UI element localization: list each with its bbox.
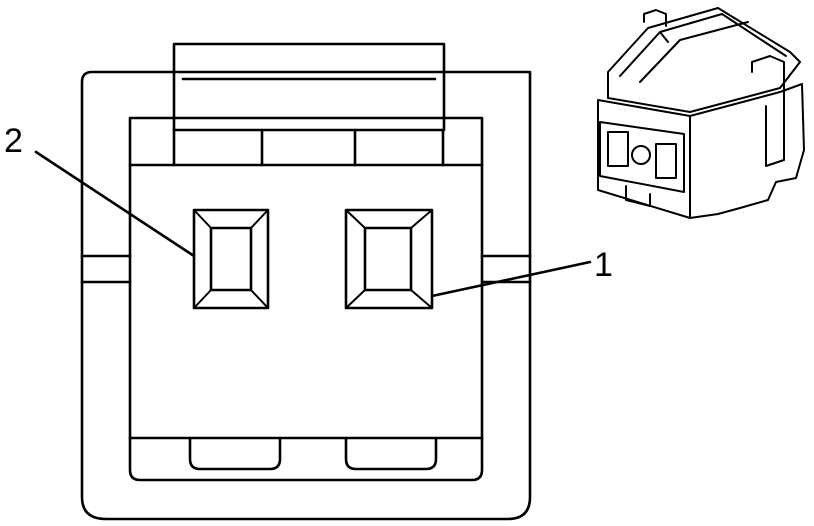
connector-outer-housing <box>80 70 532 521</box>
center-post <box>631 145 651 165</box>
leader-line-pin-2 <box>34 150 196 258</box>
front-recess <box>599 121 685 193</box>
latch-post-left <box>643 9 667 27</box>
connector-perspective-view <box>597 7 805 219</box>
left-side-rib <box>80 254 132 284</box>
bottom-key-slot <box>344 436 438 471</box>
leader-line-pin-1 <box>430 260 592 298</box>
pin-label-1: 1 <box>594 246 613 284</box>
connector-face-view: 2 1 <box>4 42 613 521</box>
connector-inner-wall <box>128 116 484 482</box>
front-cavity-right <box>655 143 677 179</box>
pin-label-2: 2 <box>4 122 23 160</box>
bottom-key-slot <box>188 436 282 471</box>
latch-post-right <box>751 55 785 167</box>
front-cavity-left <box>607 131 629 167</box>
bottom-notch <box>625 185 651 207</box>
connector-top-face <box>607 7 801 113</box>
terminal-cavity-pin-2 <box>192 208 270 310</box>
connector-top-ridge <box>619 13 787 83</box>
terminal-cavity-pin-1 <box>344 208 434 310</box>
right-side-rib <box>480 254 532 284</box>
connector-side-face <box>689 83 805 219</box>
locking-latch <box>172 42 446 132</box>
